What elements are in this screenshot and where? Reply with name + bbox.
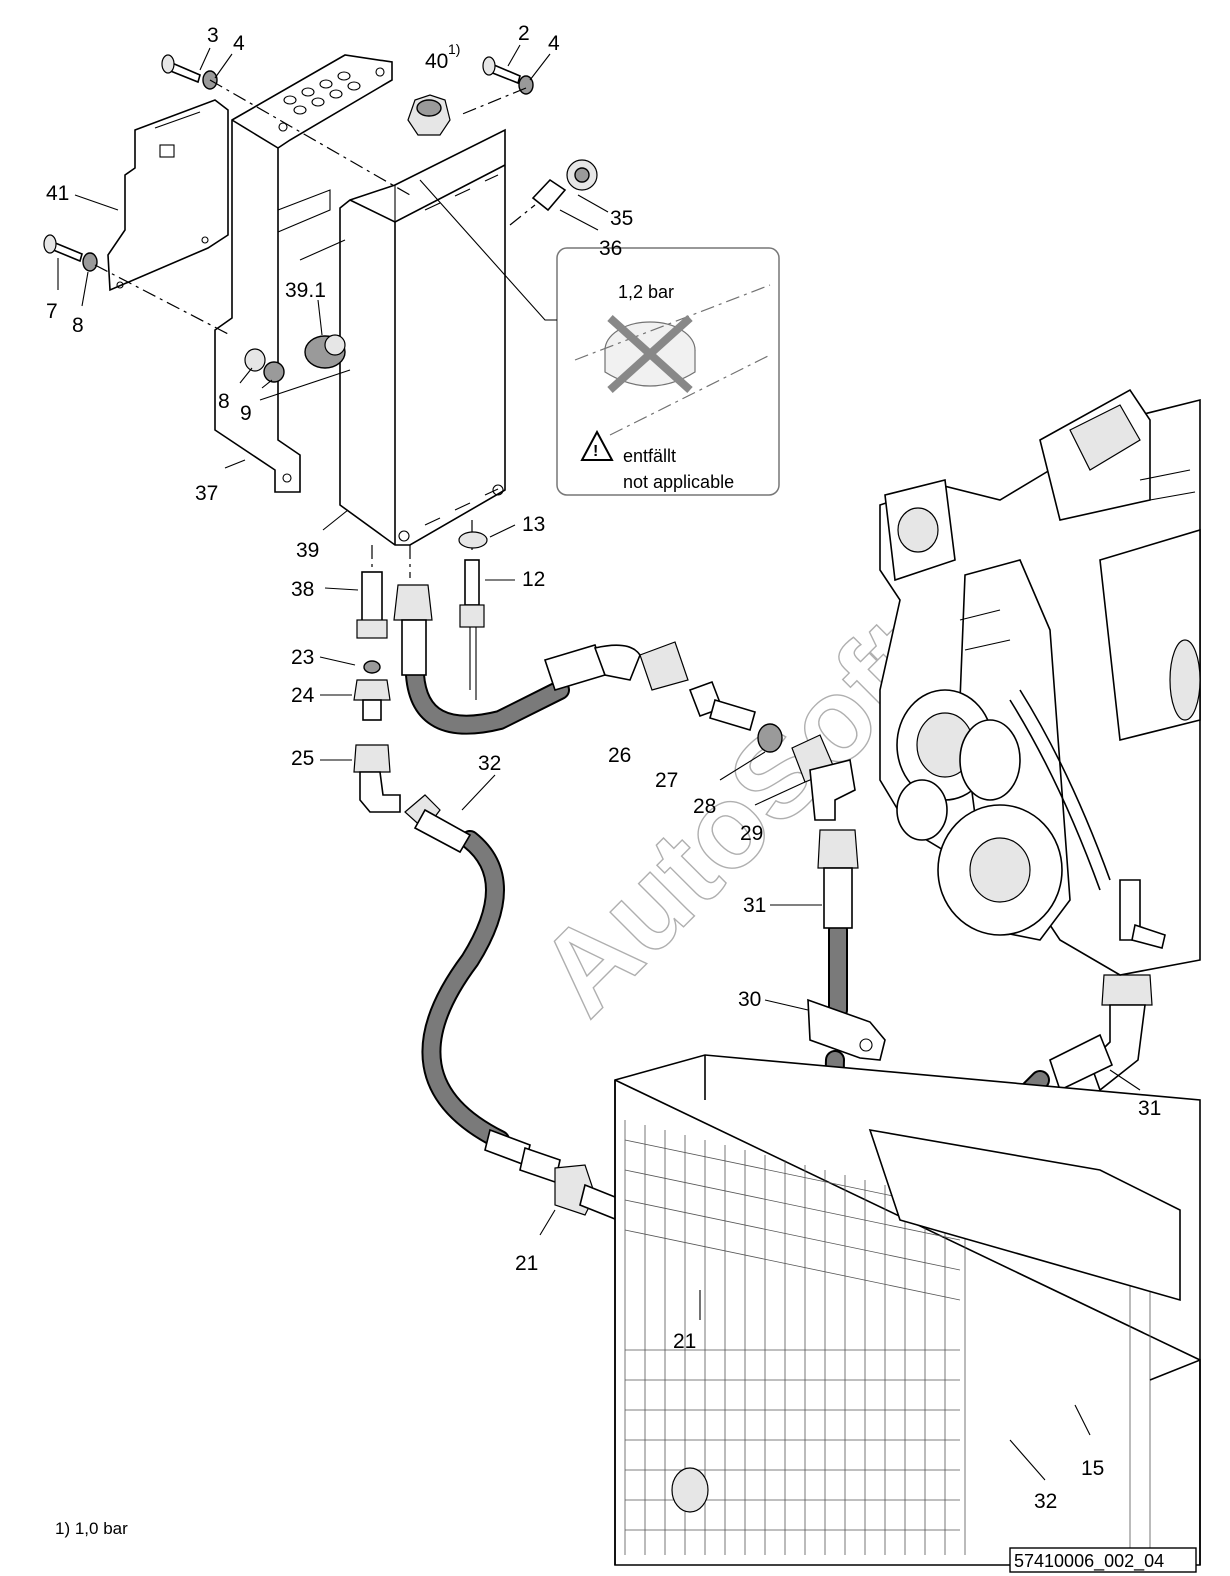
fittings-31	[817, 829, 859, 929]
label-12: 12	[522, 568, 545, 591]
label-39: 39	[296, 539, 319, 562]
label-13: 13	[522, 513, 545, 536]
drawing-number-box: 57410006_002_04	[1009, 1547, 1197, 1573]
label-40-footnote-ref: 1)	[448, 41, 460, 57]
svg-text:!: !	[593, 443, 598, 460]
label-8: 8	[218, 390, 230, 413]
engine	[879, 388, 1201, 976]
footnote: 1) 1,0 bar	[55, 1519, 128, 1538]
fittings-32-upper	[404, 794, 472, 854]
adapter-24	[353, 679, 391, 721]
label-9: 9	[240, 402, 252, 425]
label-15: 15	[1081, 1457, 1104, 1480]
warning-icon: !	[580, 429, 614, 461]
label-23: 23	[291, 646, 314, 669]
filler-cap-40	[407, 94, 451, 136]
label-4: 4	[548, 32, 560, 55]
label-38: 38	[291, 578, 314, 601]
label-35: 35	[610, 207, 633, 230]
label-40-number: 40	[425, 50, 448, 73]
leader-lines	[57, 44, 1141, 1481]
label-21: 21	[673, 1330, 696, 1353]
label-36: 36	[599, 237, 622, 260]
clamp-30	[807, 998, 886, 1061]
level-indicator-39-1	[304, 334, 346, 369]
label-40: 40 1)	[425, 41, 460, 73]
seal-13	[458, 531, 488, 549]
label-28: 28	[693, 795, 716, 818]
label-31: 31	[743, 894, 766, 917]
callout-pressure: 1,2 bar	[618, 282, 674, 302]
label-32: 32	[478, 752, 501, 775]
label-30: 30	[738, 988, 761, 1011]
elbow-31-right	[1049, 974, 1153, 1092]
callout-note-de: entfällt	[623, 446, 676, 466]
fittings-26-29	[688, 680, 856, 821]
label-41: 41	[46, 182, 69, 205]
label-39-1: 39.1	[285, 279, 326, 302]
pipe-38	[356, 571, 388, 639]
label-29: 29	[740, 822, 763, 845]
label-21: 21	[515, 1252, 538, 1275]
radiator	[614, 1054, 1201, 1566]
hose-fittings-upper	[393, 584, 689, 691]
elbow-25	[353, 744, 401, 813]
callout-box: 1,2 bar ! entfällt not applicable	[419, 179, 780, 496]
nut-9-washer-8	[244, 348, 285, 383]
label-27: 27	[655, 769, 678, 792]
label-7: 7	[46, 300, 58, 323]
seal-23	[363, 660, 381, 674]
fitting-36-nut-35	[531, 159, 598, 212]
sensor-12	[459, 559, 485, 700]
mounting-bracket-37	[214, 54, 393, 493]
expansion-tank-39	[339, 128, 506, 546]
label-31: 31	[1138, 1097, 1161, 1120]
assembly-lines	[94, 79, 536, 578]
tee-fitting-21-upper	[484, 1128, 636, 1227]
label-8: 8	[72, 314, 84, 337]
callout-note-en: not applicable	[623, 472, 734, 492]
label-26: 26	[608, 744, 631, 767]
part-labels: 3 4 2 4 41 35 36 7 8 39.1 8 9 37 39 13 3…	[46, 22, 1161, 1513]
bolt-3-washer-4	[161, 54, 218, 90]
label-37: 37	[195, 482, 218, 505]
label-4: 4	[233, 32, 245, 55]
label-32: 32	[1034, 1490, 1057, 1513]
cover-plate-41	[107, 99, 229, 292]
label-25: 25	[291, 747, 314, 770]
bolt-7-washer-8	[43, 234, 98, 272]
label-3: 3	[207, 24, 219, 47]
label-2: 2	[518, 22, 530, 45]
drawing-number: 57410006_002_04	[1014, 1551, 1164, 1572]
label-24: 24	[291, 684, 315, 707]
